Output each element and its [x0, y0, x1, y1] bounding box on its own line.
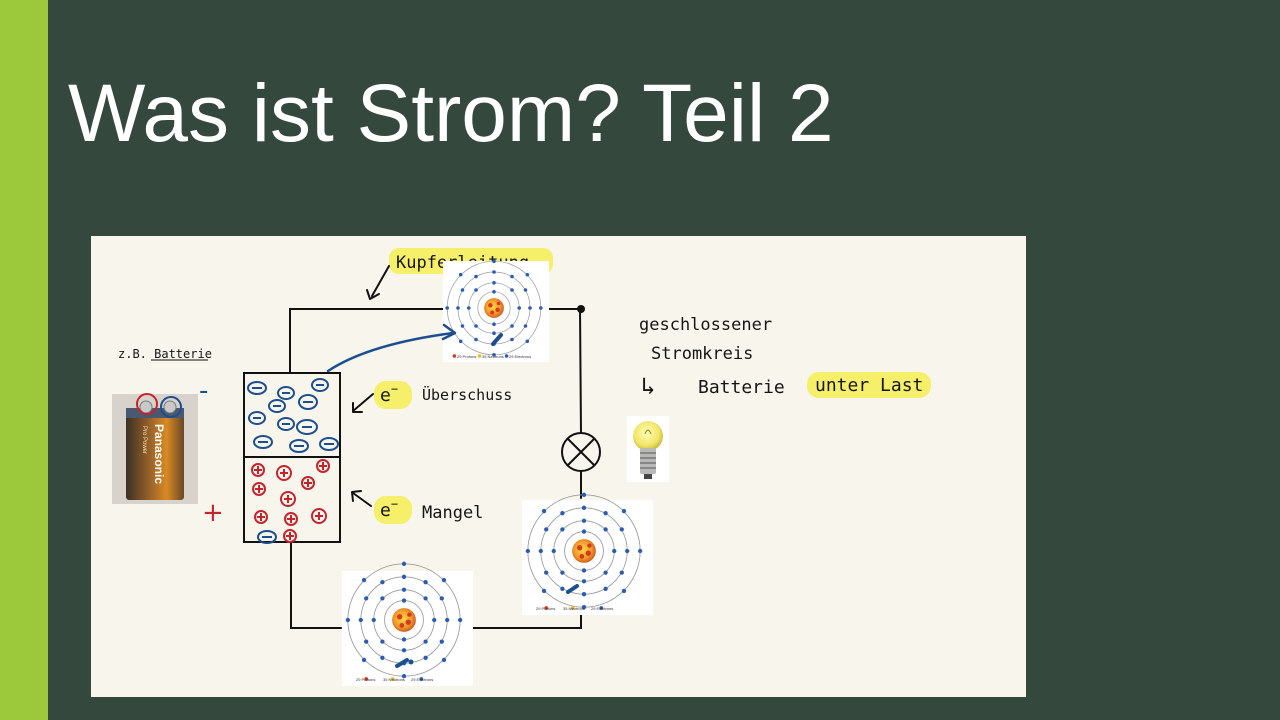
copper-wire-arrow [371, 265, 390, 297]
moving-electron [395, 333, 579, 668]
negative-charges [247, 378, 339, 544]
copper-atom-icon: 29 Protons 35 Neutrons 29 Electrons [522, 492, 653, 615]
electron-excess-label: e− Überschuss [374, 381, 512, 409]
electron-deficit-label: e− Mangel [374, 496, 483, 524]
svg-text:35 Neutrons: 35 Neutrons [563, 606, 585, 611]
light-bulb-icon [627, 416, 669, 482]
minus-terminal-sign: - [199, 376, 208, 406]
circuit-wire [289, 308, 582, 629]
under-load-label: unter Last [807, 372, 931, 398]
copper-atom-icon: 29 Protons 35 Neutrons 29 Electrons [443, 258, 549, 362]
svg-text:Pro Power: Pro Power [141, 426, 147, 454]
accent-bar [0, 0, 48, 720]
svg-text:29 Protons: 29 Protons [536, 606, 555, 611]
svg-text:35 Neutrons: 35 Neutrons [383, 677, 405, 682]
battery-photo-icon: Panasonic Pro Power [112, 393, 198, 504]
battery-word: Batterie [698, 377, 785, 398]
battery-example-label: z.B. Batterie [118, 347, 212, 361]
closed-circuit-line-1: geschlossener [639, 315, 772, 335]
svg-text:unter Last: unter Last [815, 375, 923, 396]
svg-text:e−: e− [380, 497, 398, 521]
svg-text:29 Protons: 29 Protons [457, 354, 476, 359]
copper-atom-icon: 29 Protons 35 Neutrons 29 Electrons [342, 561, 473, 686]
wire-junction [577, 305, 585, 313]
svg-text:Mangel: Mangel [422, 503, 483, 523]
svg-text:35 Neutrons: 35 Neutrons [482, 354, 504, 359]
moving-electron [408, 659, 414, 665]
svg-text:Überschuss: Überschuss [422, 385, 512, 404]
positive-charges [251, 459, 330, 543]
svg-text:29 Electrons: 29 Electrons [509, 354, 531, 359]
slide-title: Was ist Strom? Teil 2 [68, 68, 834, 159]
svg-text:29 Electrons: 29 Electrons [411, 677, 433, 682]
svg-text:e−: e− [380, 382, 398, 406]
electron-flow-arc [326, 331, 455, 373]
lamp-symbol-icon [561, 432, 601, 472]
closed-circuit-line-2: Stromkreis [651, 344, 753, 364]
plus-terminal-sign: + [202, 498, 224, 528]
svg-text:Panasonic: Panasonic [152, 424, 166, 484]
sketch-panel: Kupferleitung 29 Protons 35 Neutrons 29 … [91, 236, 1026, 697]
svg-text:29 Protons: 29 Protons [356, 677, 375, 682]
arrow-glyph: ↳ [641, 372, 655, 400]
svg-text:29 Electrons: 29 Electrons [591, 606, 613, 611]
